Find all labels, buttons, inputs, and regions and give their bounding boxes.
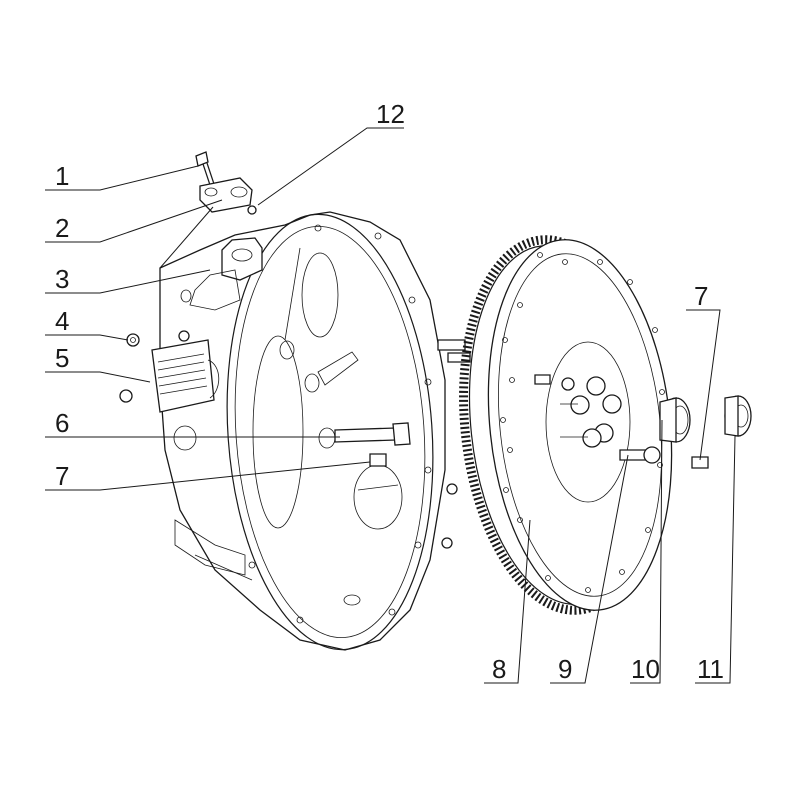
callout-4: 4 xyxy=(55,306,69,336)
flywheel-housing xyxy=(159,211,446,651)
part-7-dowel-right xyxy=(691,456,709,469)
part-5-cover-plate xyxy=(151,339,220,413)
part-10-sleeve xyxy=(659,397,691,443)
part-1-bolt xyxy=(195,151,215,186)
part-2-lifting-eye xyxy=(199,177,253,213)
part-12-plug xyxy=(247,205,257,215)
callout-2: 2 xyxy=(55,213,69,243)
callout-3: 3 xyxy=(55,264,69,294)
callout-5: 5 xyxy=(55,343,69,373)
part-9-bolt xyxy=(619,446,661,464)
part-7-dowel-left xyxy=(369,453,387,467)
callout-10: 10 xyxy=(631,654,660,684)
callout-7-right: 7 xyxy=(694,281,708,311)
leader-lines xyxy=(45,127,736,684)
callout-6: 6 xyxy=(55,408,69,438)
callout-8: 8 xyxy=(492,654,506,684)
part-8-flywheel xyxy=(459,235,673,615)
callout-11: 11 xyxy=(697,654,724,684)
callout-1: 1 xyxy=(55,161,69,191)
callout-9: 9 xyxy=(558,654,572,684)
callout-7-left: 7 xyxy=(55,461,69,491)
callout-labels: 1 2 3 4 5 6 7 12 8 9 10 7 11 xyxy=(55,99,724,684)
part-11-bearing xyxy=(724,395,752,437)
callout-12: 12 xyxy=(376,99,405,129)
part-6-bolt xyxy=(334,422,411,446)
